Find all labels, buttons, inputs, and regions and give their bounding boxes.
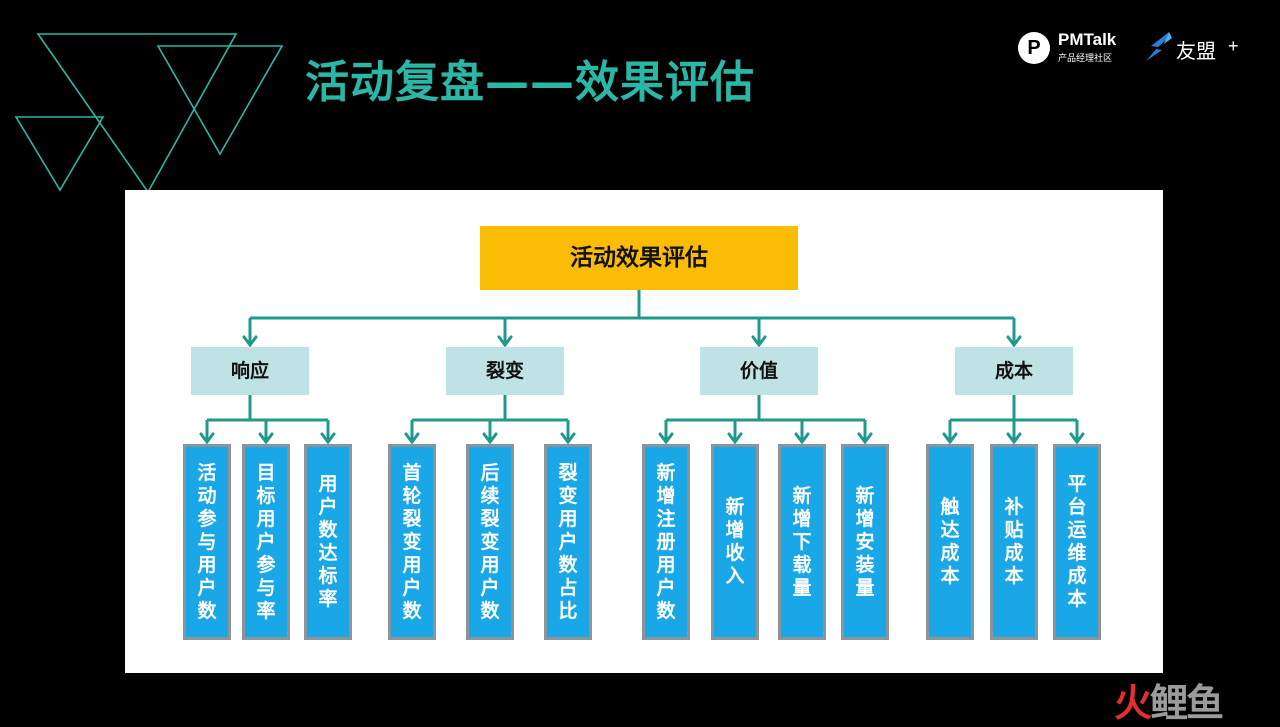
leaf-node: 触达成本 xyxy=(926,444,974,640)
leaf-arrow xyxy=(1069,432,1085,445)
pmtalk-logo-subtitle: 产品经理社区 xyxy=(1058,54,1113,64)
leaf-node: 用户数达标率 xyxy=(304,444,352,640)
umeng-logo: 友盟 + xyxy=(1142,30,1252,66)
leaf-arrow xyxy=(794,432,810,445)
watermark-part-1: 火 xyxy=(1114,681,1152,725)
category-arrow xyxy=(751,335,767,348)
leaf-arrow xyxy=(258,432,274,445)
leaf-arrow xyxy=(482,432,498,445)
leaf-node-label: 触达成本 xyxy=(940,496,960,587)
leaf-node-label: 新增下载量 xyxy=(792,484,812,599)
category-node: 成本 xyxy=(955,347,1073,395)
leaf-node-label: 新增安装量 xyxy=(855,484,875,599)
leaf-arrow xyxy=(404,432,420,445)
leaf-node-label: 新增注册用户数 xyxy=(656,461,676,622)
decorative-triangles xyxy=(14,33,284,194)
leaf-arrow xyxy=(857,432,873,445)
connector-lines xyxy=(199,290,1085,445)
leaf-node: 平台运维成本 xyxy=(1053,444,1101,640)
pmtalk-logo-name: PMTalk xyxy=(1058,30,1117,49)
watermark-logo: 火鲤鱼 xyxy=(1114,672,1224,727)
category-arrow xyxy=(242,335,258,348)
leaf-node-label: 首轮裂变用户数 xyxy=(402,461,422,622)
leaf-arrow xyxy=(560,432,576,445)
category-arrow xyxy=(497,335,513,348)
leaf-node-label: 平台运维成本 xyxy=(1067,473,1087,610)
leaf-node: 首轮裂变用户数 xyxy=(388,444,436,640)
leaf-node: 新增安装量 xyxy=(841,444,889,640)
diagram-panel: 活动效果评估 响应活动参与用户数 目标用户参与率 用户数达标率 裂变首轮裂变用户数 后续… xyxy=(125,190,1163,673)
leaf-node-label: 新增收入 xyxy=(725,496,745,587)
category-node: 响应 xyxy=(191,347,309,395)
umeng-logo-plus: + xyxy=(1228,36,1239,56)
umeng-logo-name: 友盟 xyxy=(1176,39,1216,63)
leaf-node: 活动参与用户数 xyxy=(183,444,231,640)
leaf-node-label: 用户数达标率 xyxy=(318,473,338,610)
umeng-bird-icon xyxy=(1146,32,1172,61)
watermark-part-2: 鲤鱼 xyxy=(1150,681,1224,725)
leaf-arrow xyxy=(1006,432,1022,445)
pmtalk-logo-icon: P xyxy=(1018,32,1050,64)
leaf-node: 裂变用户数占比 xyxy=(544,444,592,640)
pmtalk-logo: P PMTalk 产品经理社区 xyxy=(1018,30,1138,66)
leaf-node-label: 目标用户参与率 xyxy=(256,461,276,622)
leaf-node: 新增收入 xyxy=(711,444,759,640)
leaf-node: 补贴成本 xyxy=(990,444,1038,640)
leaf-node: 新增下载量 xyxy=(778,444,826,640)
leaf-arrow xyxy=(320,432,336,445)
leaf-node: 新增注册用户数 xyxy=(642,444,690,640)
leaf-arrow xyxy=(942,432,958,445)
category-node: 价值 xyxy=(700,347,818,395)
category-arrow xyxy=(1006,335,1022,348)
page-title: 活动复盘——效果评估 xyxy=(305,57,755,108)
root-node: 活动效果评估 xyxy=(480,226,798,290)
leaf-arrow xyxy=(199,432,215,445)
leaf-node-label: 补贴成本 xyxy=(1004,496,1024,587)
leaf-node-label: 后续裂变用户数 xyxy=(480,461,500,622)
leaf-node-label: 活动参与用户数 xyxy=(197,461,217,622)
leaf-node-label: 裂变用户数占比 xyxy=(558,461,578,622)
leaf-node: 目标用户参与率 xyxy=(242,444,290,640)
leaf-node: 后续裂变用户数 xyxy=(466,444,514,640)
category-node: 裂变 xyxy=(446,347,564,395)
leaf-arrow xyxy=(727,432,743,445)
leaf-arrow xyxy=(658,432,674,445)
